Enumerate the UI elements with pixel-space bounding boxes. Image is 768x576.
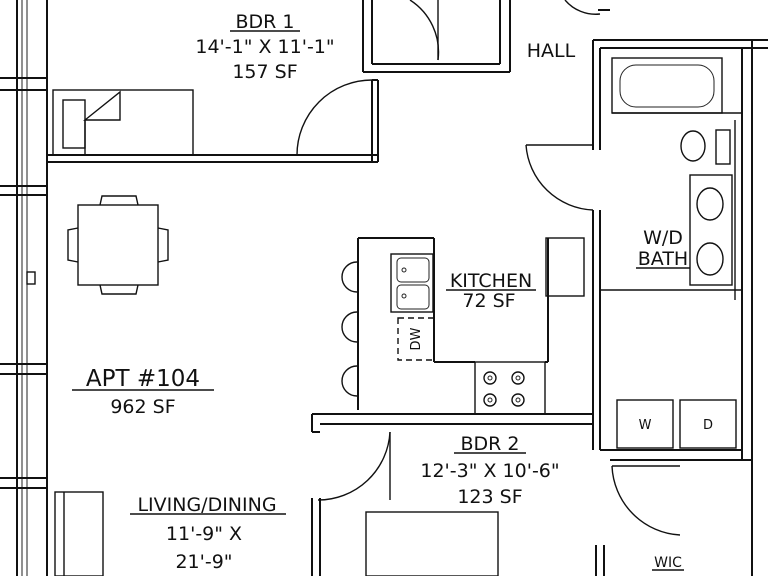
wic-label: WIC [654, 555, 682, 571]
bdr1-dims: 14'-1" X 11'-1" [195, 36, 334, 58]
exterior-wall-left [0, 0, 48, 576]
hall-walls [525, 0, 768, 576]
living-dim1: 11'-9" X [166, 523, 242, 545]
dryer-label: D [703, 418, 713, 433]
kitchen-name: KITCHEN [450, 270, 532, 292]
bdr2-name: BDR 2 [461, 433, 520, 455]
living-dim2: 21'-9" [175, 551, 232, 573]
hall-name: HALL [527, 40, 576, 62]
sofa [54, 491, 104, 576]
bath-label: BATH [638, 248, 688, 270]
apt-name: APT #104 [86, 366, 200, 392]
kitchen-area: 72 SF [462, 290, 515, 312]
dining-table [67, 195, 169, 295]
bdr2-area: 123 SF [457, 486, 522, 508]
room-labels: BDR 1 14'-1" X 11'-1" 157 SF HALL KITCHE… [72, 11, 713, 573]
living-name: LIVING/DINING [137, 494, 276, 516]
wd-label: W/D [643, 227, 683, 249]
bathroom [600, 57, 752, 461]
bedroom-1-walls [47, 0, 511, 163]
bdr1-name: BDR 1 [236, 11, 295, 33]
bdr2-dims: 12'-3" X 10'-6" [420, 460, 559, 482]
washer-label: W [639, 418, 652, 433]
dishwasher [397, 317, 435, 361]
dishwasher-label: DW [409, 327, 424, 350]
bedroom-2-walls [311, 413, 681, 576]
apt-area: 962 SF [110, 396, 175, 418]
bdr1-area: 157 SF [232, 61, 297, 83]
kitchen [341, 237, 585, 415]
